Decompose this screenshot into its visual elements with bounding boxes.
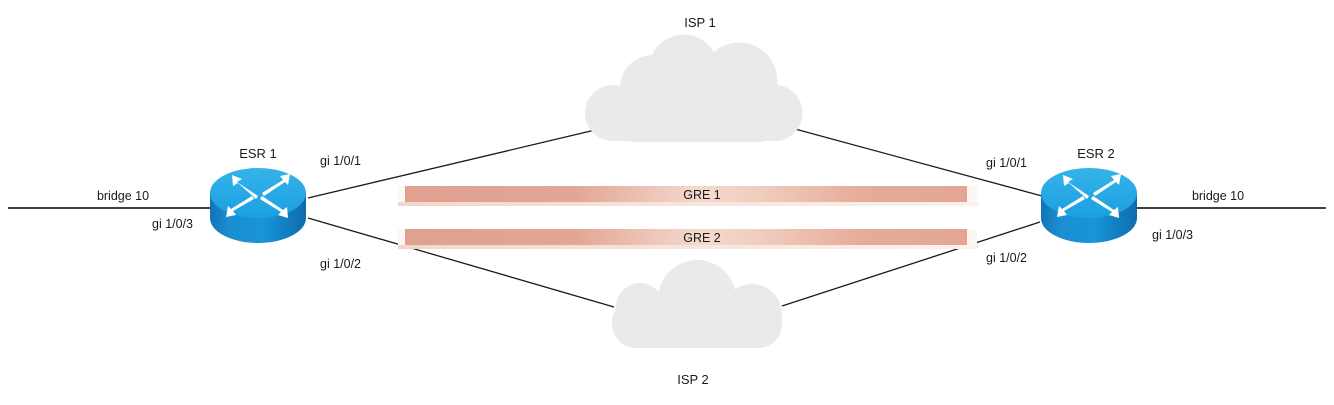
interface-label-esr2-gi1: gi 1/0/1	[986, 156, 1027, 170]
link-esr1-isp1	[307, 125, 613, 199]
tunnel-label-gre2: GRE 2	[683, 231, 721, 245]
router-icon-esr2[interactable]	[1041, 168, 1137, 243]
link-esr1-isp2	[307, 217, 615, 308]
cloud-icon-isp2	[612, 260, 782, 348]
bridge-label-left: bridge 10	[97, 189, 149, 203]
gre-tunnel-2	[398, 229, 978, 249]
bridge-label-right: bridge 10	[1192, 189, 1244, 203]
link-isp2-esr2	[781, 221, 1041, 307]
gre-tunnel-1	[398, 186, 978, 206]
interface-label-esr1-gi2: gi 1/0/2	[320, 257, 361, 271]
interface-label-esr2-gi3: gi 1/0/3	[1152, 228, 1193, 242]
interface-label-esr1-gi1: gi 1/0/1	[320, 154, 361, 168]
router-icon-esr1[interactable]	[210, 168, 306, 243]
router-arrows-esr2	[1057, 174, 1121, 218]
link-isp1-esr2	[783, 125, 1043, 197]
router-arrows-esr1	[226, 174, 290, 218]
node-label-esr2: ESR 2	[1077, 146, 1115, 161]
node-label-isp1: ISP 1	[684, 15, 716, 30]
node-label-isp2: ISP 2	[677, 372, 709, 387]
cloud-icon-isp1	[585, 34, 803, 142]
node-label-esr1: ESR 1	[239, 146, 277, 161]
interface-label-esr1-gi3: gi 1/0/3	[152, 217, 193, 231]
interface-label-esr2-gi2: gi 1/0/2	[986, 251, 1027, 265]
tunnel-label-gre1: GRE 1	[683, 188, 721, 202]
